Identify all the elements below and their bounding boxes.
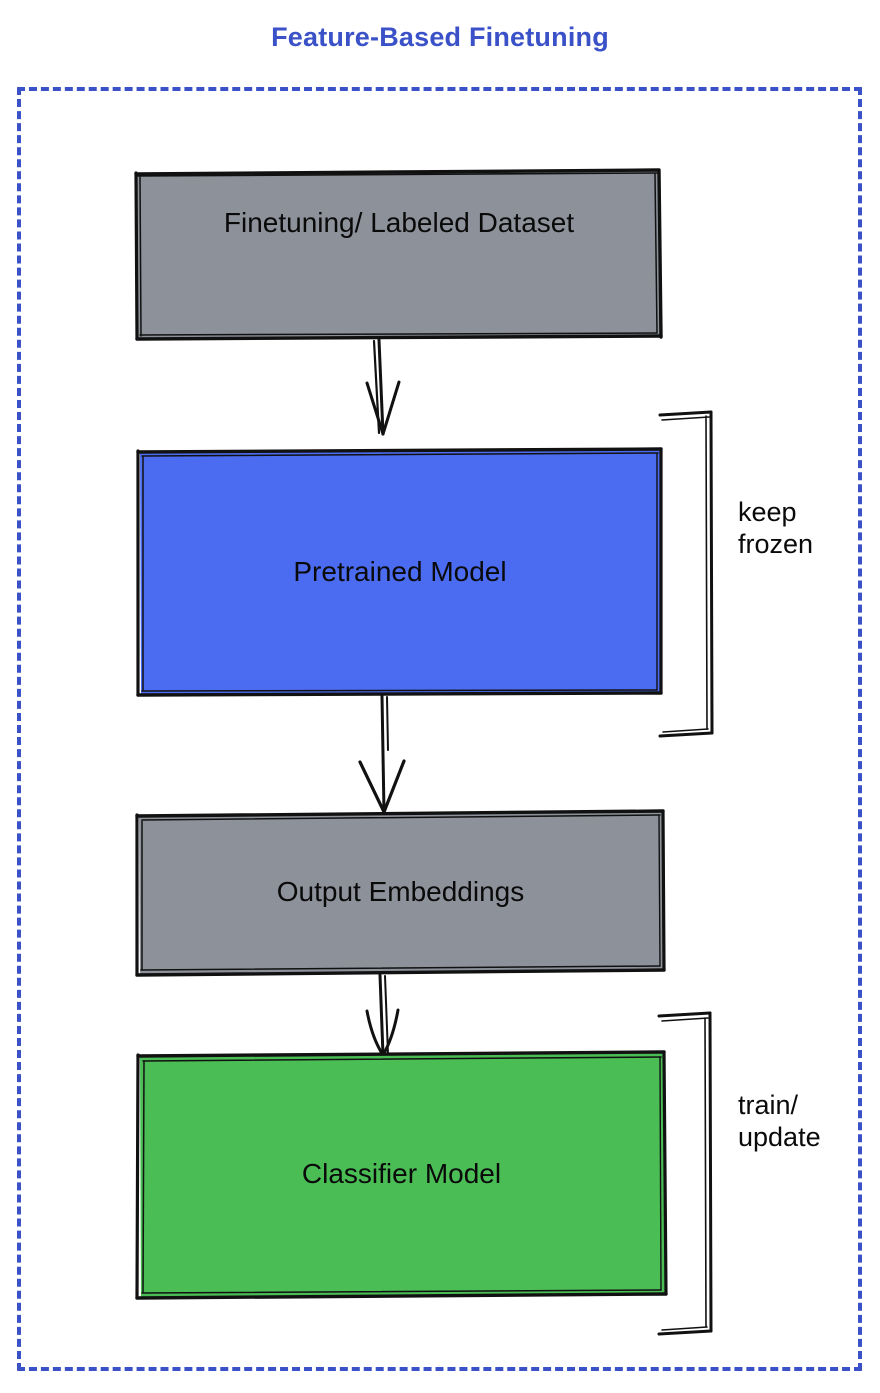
bracket-keep-frozen [658,410,714,738]
node-dataset[interactable]: Finetuning/ Labeled Dataset [136,170,662,338]
node-dataset-shape[interactable] [134,168,663,341]
node-embeddings[interactable]: Output Embeddings [137,812,664,972]
diagram-outer-container [17,87,862,1371]
annotation-keep-frozen: keep frozen [738,497,814,559]
node-pretrained-shape[interactable] [136,447,663,697]
node-dataset-label: Finetuning/ Labeled Dataset [223,206,575,238]
node-embeddings-label: Output Embeddings [276,875,525,907]
diagram-title: Feature-Based Finetuning [271,22,609,52]
bracket-train-update [657,1011,713,1336]
node-classifier[interactable]: Classifier Model [138,1053,665,1295]
edge-pretrained-to-embeddings [358,694,406,814]
node-embeddings-shape[interactable] [135,809,666,977]
node-pretrained-label: Pretrained Model [293,555,507,587]
edge-embeddings-to-classifier [365,973,400,1057]
node-classifier-shape[interactable] [135,1050,668,1300]
node-pretrained[interactable]: Pretrained Model [138,450,662,694]
annotation-train-update: train/ update [738,1090,821,1152]
edge-dataset-to-pretrained [365,338,401,436]
node-classifier-label: Classifier Model [301,1157,502,1189]
